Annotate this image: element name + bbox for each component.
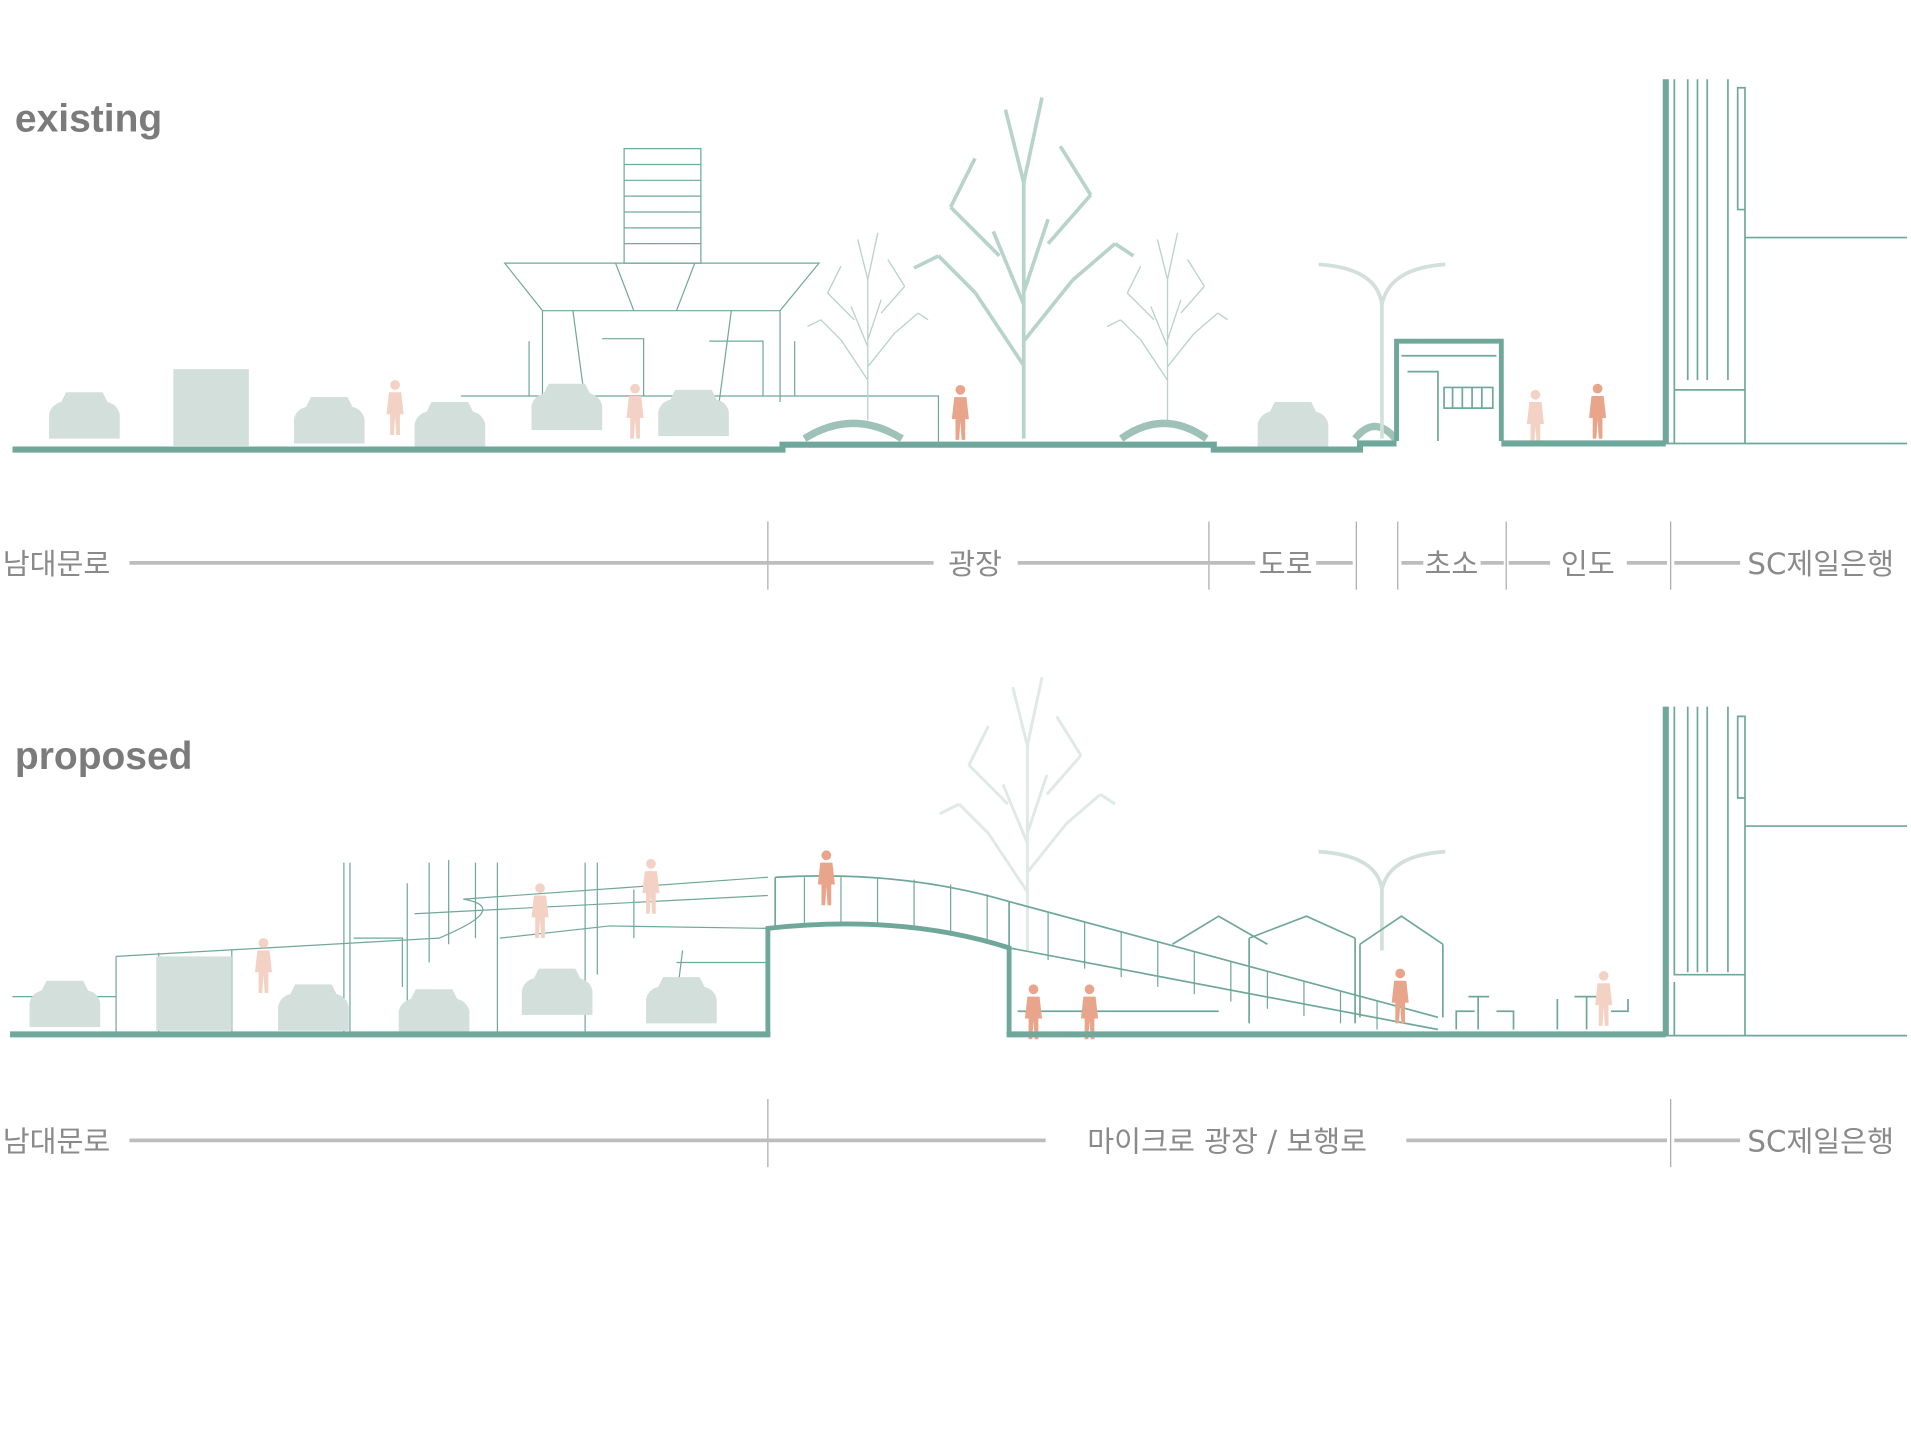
car [521, 968, 593, 1015]
person-sitting [1080, 984, 1099, 1040]
bus [156, 956, 232, 1031]
person [951, 384, 969, 440]
existing-section: existing [3, 79, 1908, 590]
dimension-label: 인도 [1561, 547, 1615, 581]
tree-faded [938, 675, 1117, 952]
car [1257, 402, 1329, 449]
bank-building-drawing [1662, 706, 1908, 1037]
street-lamp-icon [1318, 262, 1446, 439]
car [29, 980, 101, 1028]
dimension-line-proposed: 남대문로 마이크로 광장 / 보행로 SC제일은행 [3, 1098, 1894, 1168]
section-title-proposed: proposed [15, 735, 193, 778]
vehicles [49, 369, 1329, 449]
street-lamp-icon [1318, 849, 1446, 951]
dimension-label: 광장 [948, 547, 1002, 581]
tree-large [912, 95, 1136, 441]
car [293, 397, 365, 444]
person [1589, 383, 1607, 439]
car [278, 984, 349, 1031]
car [658, 389, 729, 437]
car [414, 402, 486, 449]
person-faded [626, 383, 644, 439]
bus [173, 369, 249, 446]
bank-building-drawing [1662, 79, 1908, 445]
ground-line [12, 440, 1666, 453]
person-faded [531, 883, 549, 939]
person-faded [1595, 971, 1613, 1026]
tree-right [1106, 232, 1229, 422]
dimension-label: 마이크로 광장 / 보행로 [1087, 1124, 1367, 1158]
dimension-label: 남대문로 [3, 1124, 111, 1158]
dimension-label: SC제일은행 [1747, 1124, 1894, 1158]
car [398, 989, 470, 1036]
dimension-label: SC제일은행 [1747, 547, 1894, 581]
car [49, 392, 120, 439]
cafe-tables [1455, 995, 1629, 1030]
person-walking [817, 850, 835, 906]
guard-booth-drawing [1394, 338, 1504, 442]
person-sitting [1024, 984, 1043, 1040]
person-faded [386, 380, 404, 435]
tree-left [806, 232, 929, 422]
cyclist-faded [1526, 389, 1544, 445]
dimension-line-existing: 남대문로 광장 도로 초소 인도 SC제일은행 [3, 521, 1894, 590]
dimension-label: 도로 [1259, 547, 1313, 581]
landmark-tower-drawing [460, 148, 940, 445]
dimension-label: 초소 [1424, 547, 1478, 581]
proposed-section: proposed [3, 675, 1908, 1168]
person-faded [642, 858, 660, 914]
section-title-existing: existing [15, 98, 162, 141]
car [646, 977, 717, 1024]
dimension-label: 남대문로 [3, 547, 111, 581]
vehicles [29, 956, 717, 1036]
shrubs [802, 419, 1399, 442]
person [1391, 968, 1409, 1024]
person-faded [254, 938, 273, 993]
pedestrian-bridge [765, 874, 1444, 1036]
